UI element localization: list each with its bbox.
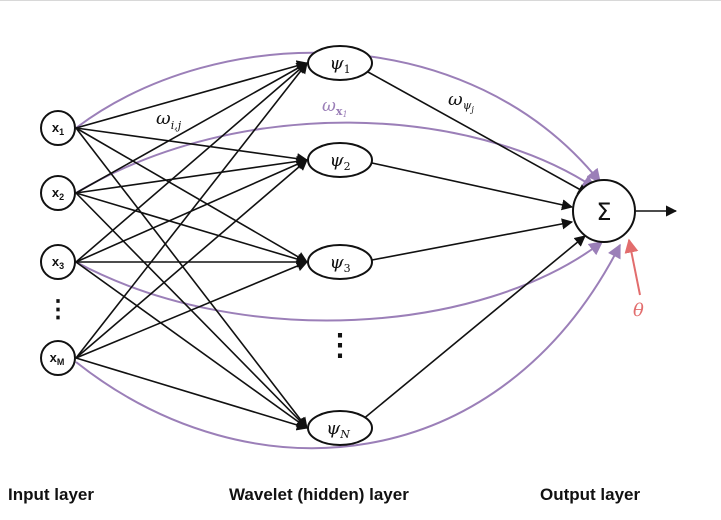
svg-text:ψN: ψN: [326, 418, 350, 441]
svg-text:Σ: Σ: [596, 198, 611, 226]
top-rule: [0, 0, 721, 1]
hidden-node-psi3: ψ3: [307, 244, 373, 280]
output-node-sum: Σ: [572, 179, 636, 243]
hidden-node-psi1: ψ1: [307, 45, 373, 81]
hidden-ellipsis: ⋮: [325, 329, 355, 362]
input-hidden-edges: [75, 60, 309, 431]
input-ellipsis: ⋮: [46, 296, 70, 323]
input-node-x3: x3: [40, 244, 76, 280]
hidden-layer-label: Wavelet (hidden) layer: [229, 485, 409, 504]
input-node-x2: x2: [40, 175, 76, 211]
svg-text:x2: x2: [52, 185, 64, 202]
output-layer-label: Output layer: [540, 485, 641, 504]
input-node-xM: xM: [40, 340, 76, 376]
bypass-xM-output: [75, 243, 621, 450]
label-w-psi: ωψj: [448, 89, 474, 114]
bypass-x2-output: [75, 121, 597, 194]
label-theta: θ: [633, 300, 644, 321]
label-w-x: ωx1: [322, 96, 348, 119]
bypass-x3-output: [75, 241, 604, 322]
svg-text:x3: x3: [52, 254, 64, 271]
input-node-x1: x1: [40, 110, 76, 146]
svg-text:ψ2: ψ2: [329, 150, 350, 173]
svg-text:xM: xM: [50, 350, 65, 367]
bias-arrow: [624, 238, 641, 296]
input-layer-label: Input layer: [8, 485, 94, 504]
hidden-node-psi2: ψ2: [307, 142, 373, 178]
svg-text:x1: x1: [52, 120, 64, 137]
hidden-output-edges: [361, 71, 589, 421]
svg-text:ψ1: ψ1: [329, 53, 350, 76]
label-w-ij: ωi,j: [156, 108, 182, 132]
svg-text:ψ3: ψ3: [329, 252, 350, 275]
hidden-node-psiN: ψN: [307, 410, 373, 446]
